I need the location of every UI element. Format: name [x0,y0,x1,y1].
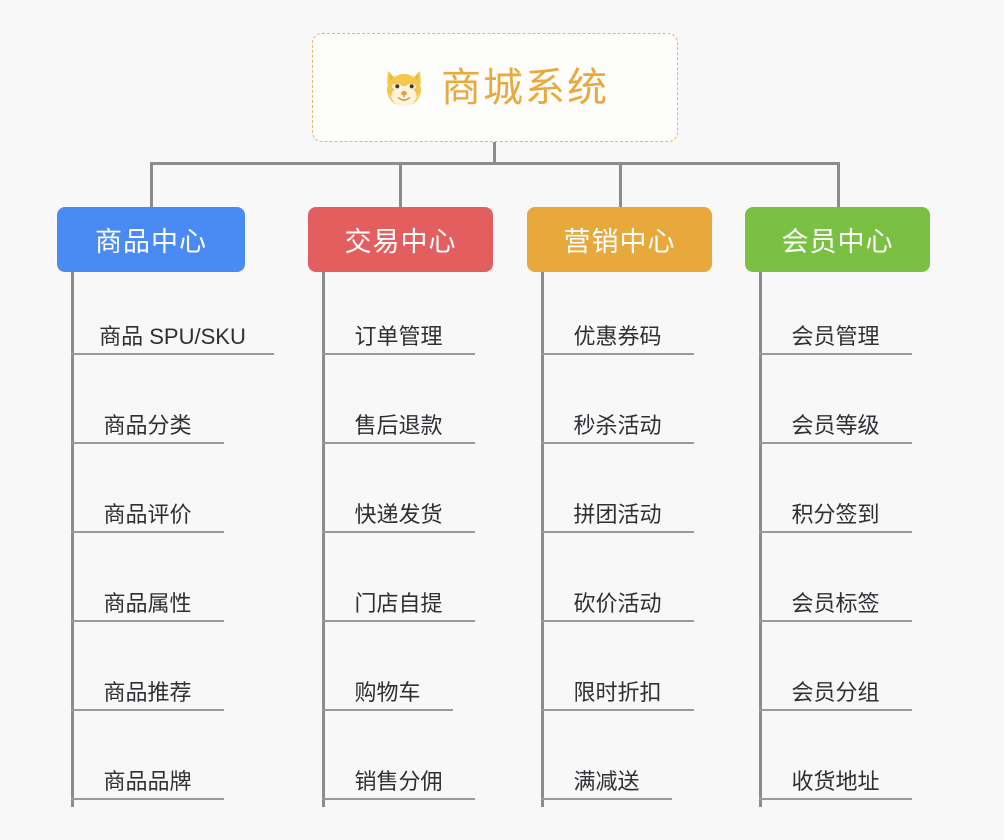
branch-trunk-1 [71,272,74,807]
leaf-label: 商品推荐 [103,679,192,705]
leaf-label: 满减送 [573,768,640,794]
leaf-label: 会员分组 [791,679,880,705]
connector-root-drop [493,142,496,164]
leaf-label: 商品分类 [103,412,192,438]
leaf-item[interactable]: 快递发货 [322,493,475,533]
shiba-dog-face-icon [381,65,427,111]
leaf-label: 商品 SPU/SKU [99,323,246,349]
leaf-label: 秒杀活动 [573,412,662,438]
leaf-label: 砍价活动 [573,590,662,616]
connector-branch-drop-2 [399,162,402,208]
leaf-item[interactable]: 商品推荐 [71,671,224,711]
leaf-item[interactable]: 门店自提 [322,582,475,622]
leaf-label: 购物车 [354,679,421,705]
leaf-item[interactable]: 会员管理 [759,315,912,355]
branch-trunk-3 [541,272,544,807]
leaf-label: 售后退款 [354,412,443,438]
leaf-label: 会员管理 [791,323,880,349]
leaf-item[interactable]: 商品分类 [71,404,224,444]
leaf-item[interactable]: 售后退款 [322,404,475,444]
leaf-item[interactable]: 销售分佣 [322,760,475,800]
leaf-label: 收货地址 [791,768,880,794]
root-title: 商城系统 [441,65,609,110]
branch-header-1[interactable]: 商品中心 [57,207,245,272]
leaf-label: 门店自提 [354,590,443,616]
leaf-item[interactable]: 积分签到 [759,493,912,533]
connector-bus [150,162,840,165]
leaf-item[interactable]: 会员分组 [759,671,912,711]
branch-header-label-2: 交易中心 [344,227,457,257]
branch-header-4[interactable]: 会员中心 [745,207,930,272]
leaf-item[interactable]: 订单管理 [322,315,475,355]
leaf-item[interactable]: 商品属性 [71,582,224,622]
branch-header-label-1: 商品中心 [95,227,207,257]
leaf-label: 商品评价 [103,501,192,527]
connector-branch-drop-4 [837,162,840,208]
branch-header-3[interactable]: 营销中心 [527,207,712,272]
branch-trunk-4 [759,272,762,807]
leaf-label: 会员等级 [791,412,880,438]
leaf-label: 销售分佣 [354,768,443,794]
leaf-label: 积分签到 [791,501,880,527]
leaf-label: 会员标签 [791,590,880,616]
branch-header-2[interactable]: 交易中心 [308,207,493,272]
connector-branch-drop-1 [150,162,153,208]
leaf-label: 快递发货 [354,501,443,527]
leaf-item[interactable]: 优惠券码 [541,315,694,355]
leaf-item[interactable]: 会员等级 [759,404,912,444]
leaf-item[interactable]: 购物车 [322,671,453,711]
leaf-item[interactable]: 满减送 [541,760,672,800]
leaf-item[interactable]: 会员标签 [759,582,912,622]
leaf-label: 订单管理 [354,323,443,349]
leaf-item[interactable]: 收货地址 [759,760,912,800]
leaf-item[interactable]: 商品评价 [71,493,224,533]
leaf-label: 限时折扣 [573,679,662,705]
leaf-item[interactable]: 拼团活动 [541,493,694,533]
branch-trunk-2 [322,272,325,807]
connector-branch-drop-3 [619,162,622,208]
leaf-item[interactable]: 秒杀活动 [541,404,694,444]
leaf-item[interactable]: 砍价活动 [541,582,694,622]
leaf-label: 商品品牌 [103,768,192,794]
leaf-item[interactable]: 限时折扣 [541,671,694,711]
leaf-label: 拼团活动 [573,501,662,527]
leaf-label: 商品属性 [103,590,192,616]
leaf-item[interactable]: 商品品牌 [71,760,224,800]
branch-header-label-4: 会员中心 [781,227,894,257]
leaf-item[interactable]: 商品 SPU/SKU [71,315,274,355]
branch-header-label-3: 营销中心 [563,227,676,257]
leaf-label: 优惠券码 [573,323,662,349]
root-node[interactable]: 商城系统 [312,33,678,142]
